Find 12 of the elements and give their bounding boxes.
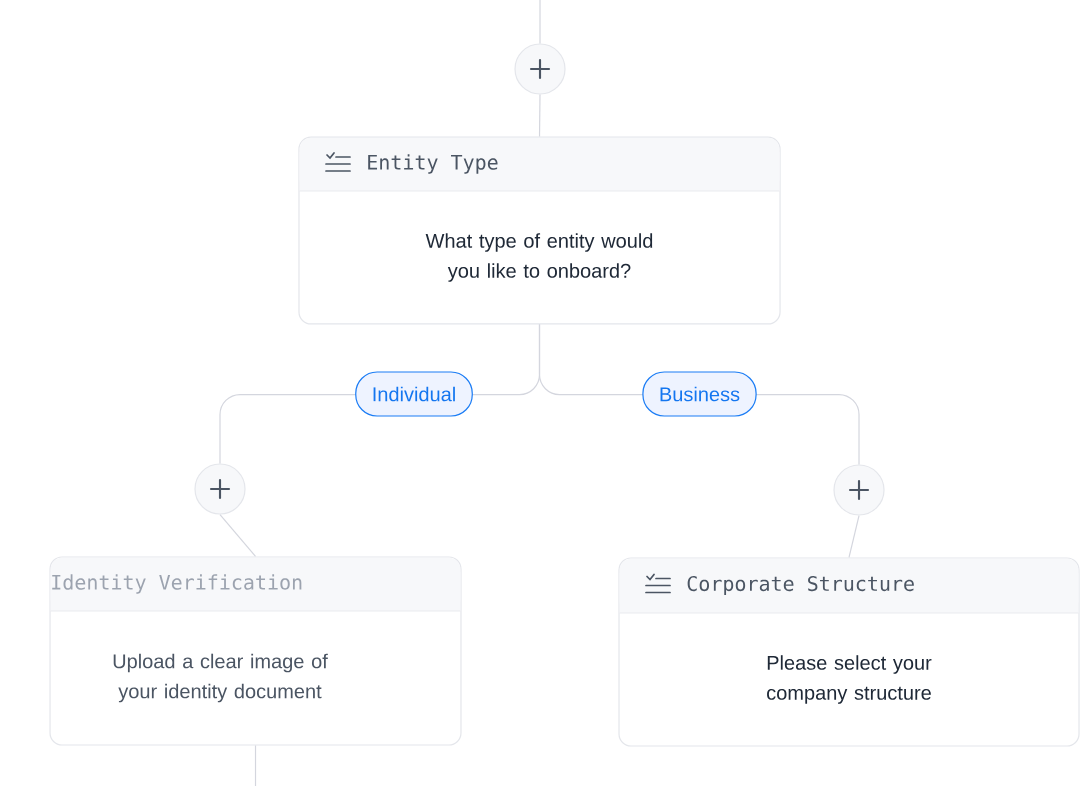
connector-line (538, 94, 541, 138)
branch-label: Individual (373, 386, 455, 402)
connector-line (219, 514, 257, 557)
question-card: Corporate Structure Please select your company structure (618, 557, 1080, 747)
add-button (194, 463, 246, 515)
connector-line (254, 745, 257, 786)
branch-label: Business (660, 386, 740, 402)
question-card: Entity Type What type of entity would you like to onboard? (298, 136, 781, 325)
question-card: Identity Verification Upload a clear image of your identity document (49, 556, 462, 746)
add-button (833, 464, 885, 516)
connector-line (848, 515, 860, 558)
add-button (514, 43, 566, 95)
